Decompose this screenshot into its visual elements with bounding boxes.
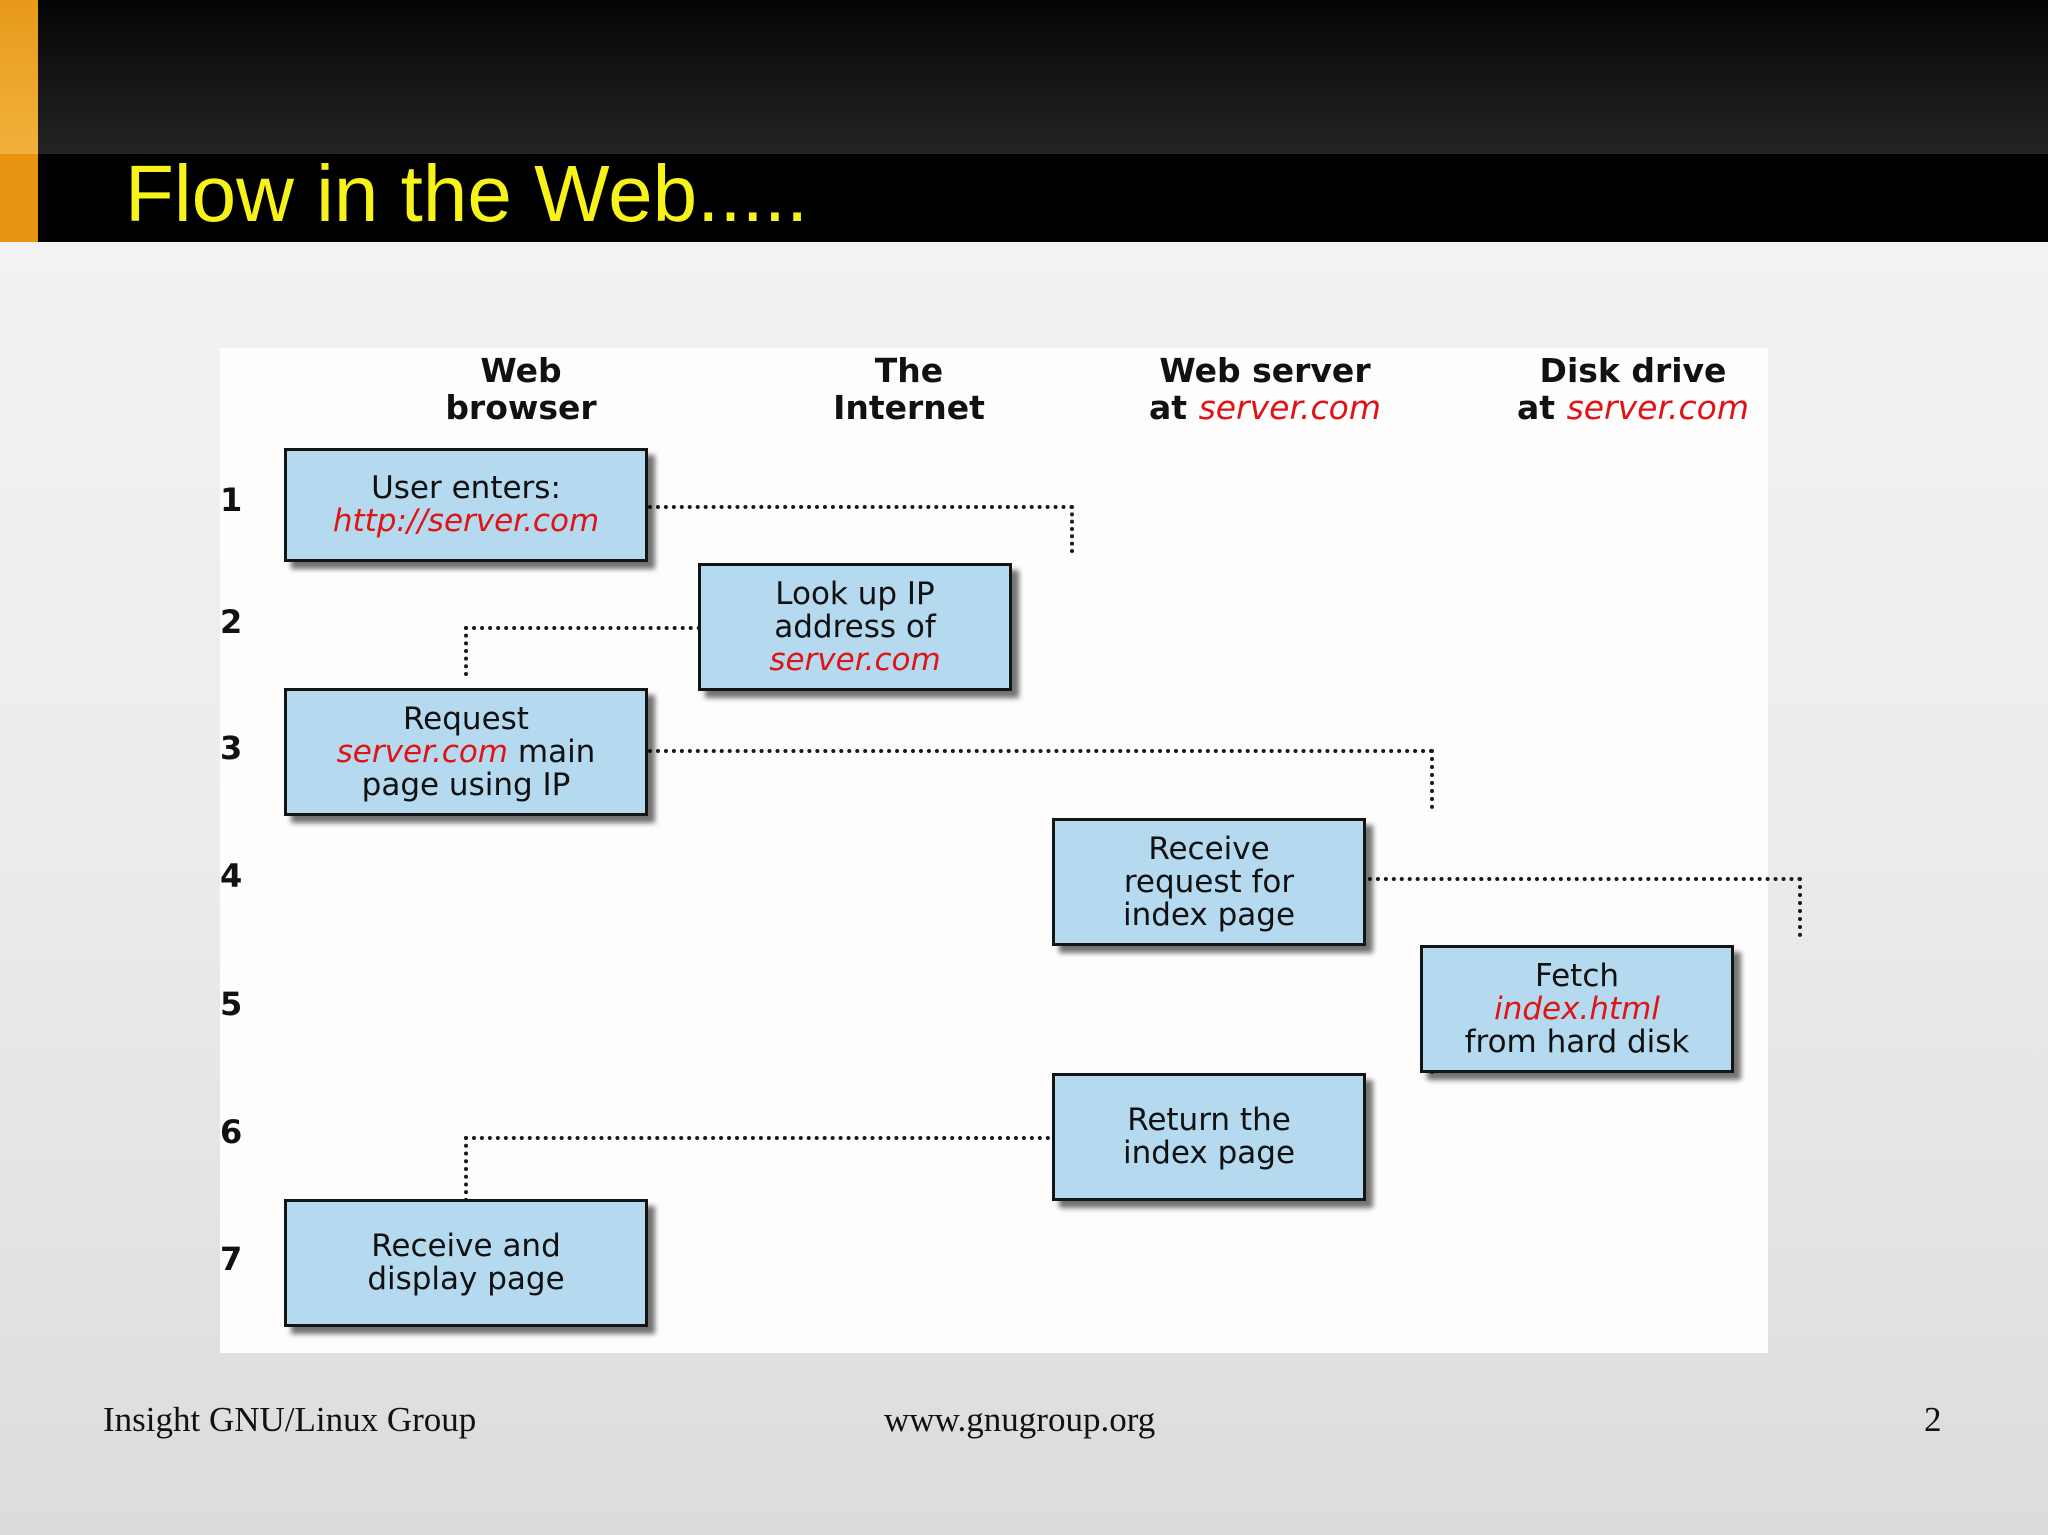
box-text-mixed: server.com main	[336, 733, 596, 770]
step-number-1: 1	[220, 481, 243, 519]
column-header-line2: Internet	[833, 388, 985, 427]
connector-4-to-5-vertical	[1798, 877, 1802, 937]
connector-3-to-4-vertical	[1430, 749, 1434, 809]
column-header-host: server.com	[1566, 388, 1749, 427]
step-box-user-enters: User enters: http://server.com	[284, 448, 648, 562]
step-box-fetch: Fetch index.html from hard disk	[1420, 945, 1734, 1073]
box-text: index page	[1122, 896, 1296, 933]
column-header-line2: browser	[445, 388, 597, 427]
step-box-return-page: Return the index page	[1052, 1073, 1366, 1201]
column-header-line1: The	[874, 351, 944, 390]
box-text-highlight: http://server.com	[332, 503, 600, 539]
box-text: index page	[1122, 1135, 1296, 1171]
connector-1-to-2-vertical	[1070, 505, 1074, 553]
step-box-display-page: Receive and display page	[284, 1199, 648, 1327]
footer-left: Insight GNU/Linux Group	[103, 1400, 477, 1439]
footer-center: www.gnugroup.org	[884, 1400, 1156, 1439]
accent-stripe-upper	[0, 0, 38, 154]
step-number-6: 6	[220, 1113, 243, 1151]
column-header-disk-drive: Disk drive at server.com	[1468, 352, 1798, 426]
column-header-line1: Web	[480, 351, 562, 390]
column-header-prefix: at	[1517, 388, 1556, 427]
box-text: Return the	[1127, 1102, 1291, 1138]
box-text: main	[508, 733, 596, 770]
box-text-highlight: index.html	[1494, 990, 1660, 1027]
box-text: User enters:	[371, 470, 561, 506]
column-header-line1: Web server	[1159, 351, 1371, 390]
column-header-line2: at server.com	[1100, 389, 1430, 426]
column-header-web-browser: Web browser	[356, 352, 686, 426]
step-number-2: 2	[220, 603, 243, 641]
step-box-receive-request: Receive request for index page	[1052, 818, 1366, 946]
box-text: display page	[367, 1261, 565, 1297]
header-top-gradient	[0, 0, 2048, 154]
connector-2-to-3-vertical	[464, 626, 468, 676]
step-number-5: 5	[220, 985, 243, 1023]
column-header-web-server: Web server at server.com	[1100, 352, 1430, 426]
connector-4-to-5-horizontal	[1360, 877, 1802, 881]
column-header-host: server.com	[1198, 388, 1381, 427]
box-text: Request	[403, 700, 529, 737]
connector-1-to-2-horizontal	[648, 505, 1074, 509]
step-box-request-page: Request server.com main page using IP	[284, 688, 648, 816]
column-header-prefix: at	[1149, 388, 1188, 427]
step-number-7: 7	[220, 1240, 243, 1278]
step-number-3: 3	[220, 729, 243, 767]
accent-stripe-lower	[0, 154, 38, 242]
box-text: page using IP	[361, 766, 571, 803]
step-number-4: 4	[220, 857, 243, 895]
column-header-internet: The Internet	[744, 352, 1074, 426]
box-text: Receive and	[371, 1228, 561, 1264]
connector-6-to-7-vertical	[464, 1136, 468, 1202]
diagram-panel: Web browser The Internet Web server at s…	[220, 348, 1802, 1353]
box-text: Look up IP	[775, 575, 935, 612]
box-text: request for	[1123, 863, 1295, 900]
box-text: address of	[774, 608, 936, 645]
box-text: Fetch	[1534, 957, 1620, 994]
step-box-lookup-ip: Look up IP address of server.com	[698, 563, 1012, 691]
box-text-highlight: server.com	[769, 641, 941, 678]
connector-2-to-3-horizontal	[464, 626, 918, 630]
header-title-bar	[0, 154, 2048, 242]
header-band: Flow in the Web.....	[0, 0, 2048, 242]
connector-6-to-7-horizontal	[464, 1136, 1274, 1140]
box-text: Receive	[1148, 830, 1270, 867]
box-text: from hard disk	[1464, 1023, 1690, 1060]
footer-page-number: 2	[1924, 1400, 1942, 1439]
connector-3-to-4-horizontal	[648, 749, 1434, 753]
box-text-highlight: server.com	[336, 733, 509, 770]
column-header-line1: Disk drive	[1539, 351, 1727, 390]
column-header-line2: at server.com	[1468, 389, 1798, 426]
slide-title: Flow in the Web.....	[125, 149, 809, 238]
